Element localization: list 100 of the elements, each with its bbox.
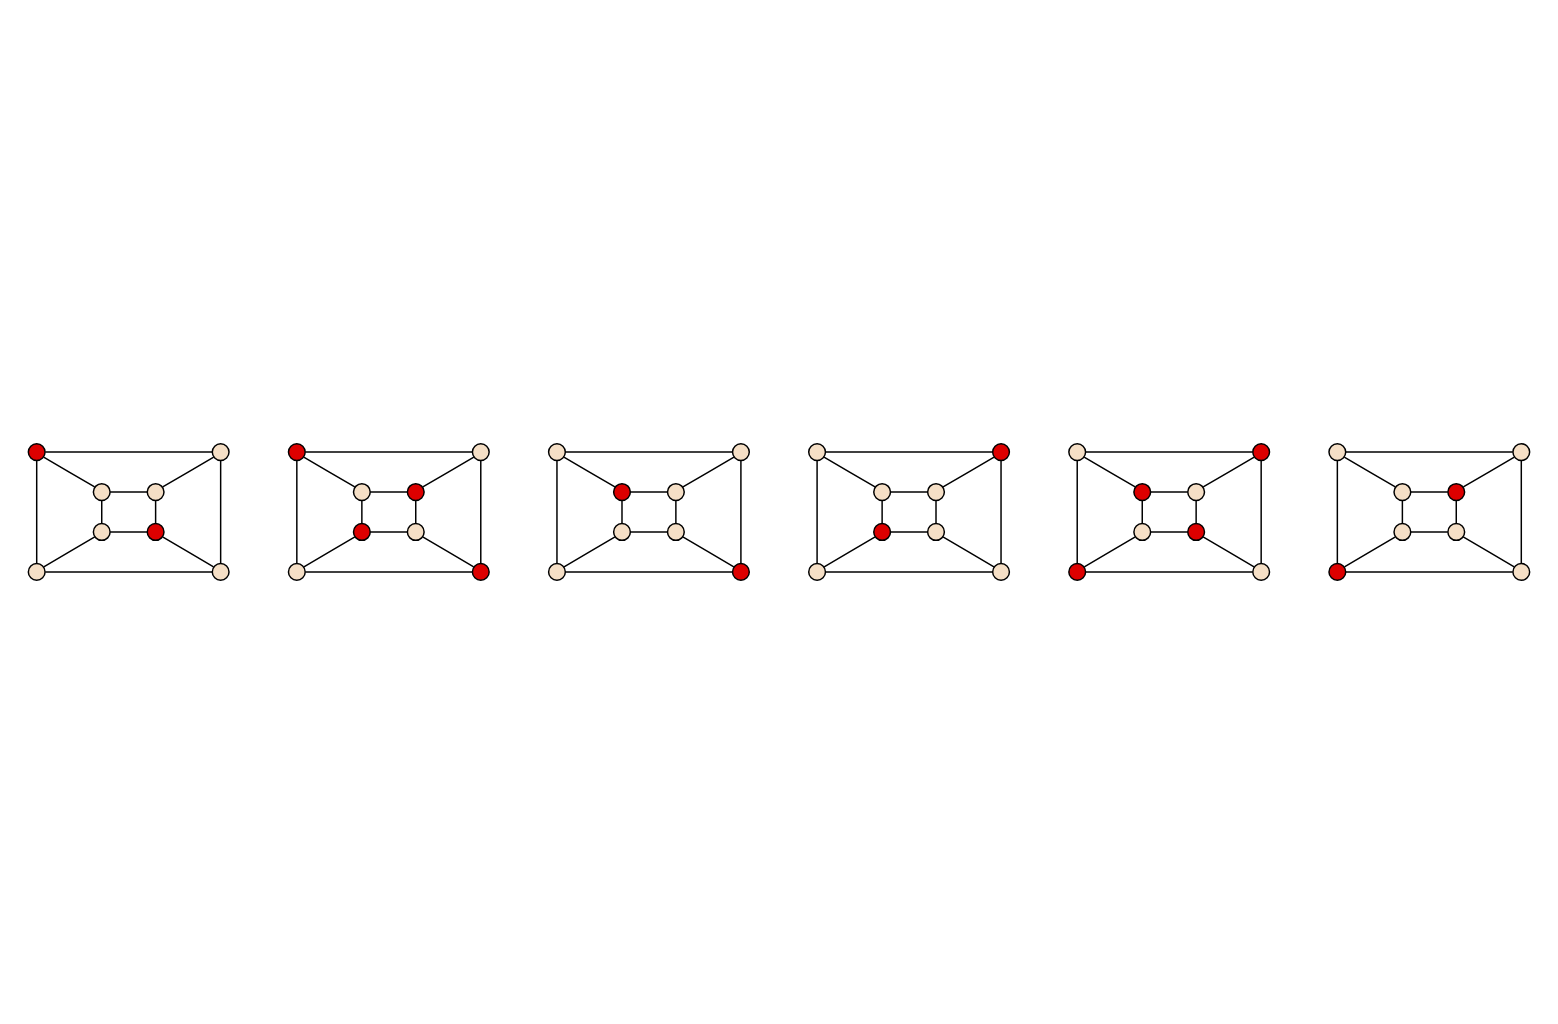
connector xyxy=(881,499,883,525)
connector xyxy=(101,499,103,525)
connector xyxy=(162,456,215,488)
connector xyxy=(154,499,157,525)
connector xyxy=(1149,491,1189,493)
connector xyxy=(1085,451,1254,453)
node-circle xyxy=(731,442,750,462)
node-circle xyxy=(731,562,750,582)
node-circle xyxy=(27,442,46,462)
node-circle xyxy=(547,442,567,462)
node-circle xyxy=(287,442,306,462)
connector xyxy=(480,459,482,565)
node-circle xyxy=(873,522,892,542)
connector xyxy=(682,536,735,568)
connector xyxy=(816,459,818,565)
node-circle xyxy=(612,522,632,542)
node-circle xyxy=(1393,522,1412,542)
connector xyxy=(1083,456,1136,488)
node-circle xyxy=(1252,562,1271,582)
node-circle xyxy=(1447,482,1466,502)
connector xyxy=(1410,531,1449,533)
connector xyxy=(219,459,222,565)
connector xyxy=(1345,451,1514,453)
connector xyxy=(824,451,994,453)
node-circle xyxy=(92,522,111,542)
node-circle xyxy=(873,482,892,502)
connector xyxy=(556,459,558,565)
connector xyxy=(1141,499,1143,525)
node-circle xyxy=(146,522,165,542)
connector xyxy=(1076,459,1078,565)
connector xyxy=(942,536,995,568)
connector xyxy=(1000,459,1002,565)
node-circle xyxy=(808,442,827,462)
connector xyxy=(43,536,96,568)
connector xyxy=(1083,536,1137,568)
connector xyxy=(1085,571,1254,573)
node-circle xyxy=(991,442,1011,462)
node-circle xyxy=(991,562,1011,582)
connector xyxy=(935,499,937,525)
connector xyxy=(44,571,213,573)
connector xyxy=(889,531,929,533)
node-circle xyxy=(211,562,230,582)
node-circle xyxy=(471,442,490,462)
node-circle xyxy=(352,482,371,502)
connector xyxy=(1455,499,1457,525)
node-circle xyxy=(352,522,371,542)
connector xyxy=(161,536,215,568)
node-circle xyxy=(1512,442,1531,462)
node-circle xyxy=(808,562,827,582)
connector xyxy=(421,536,475,568)
connector xyxy=(629,491,669,493)
connector xyxy=(629,531,669,533)
node-circle xyxy=(92,482,111,502)
node-circle xyxy=(471,562,490,582)
node-circle xyxy=(926,522,946,542)
connector xyxy=(303,456,356,488)
connector xyxy=(824,571,994,573)
node-circle xyxy=(1393,482,1412,502)
connector xyxy=(369,531,408,533)
connector xyxy=(1260,459,1262,565)
node-circle xyxy=(211,442,230,462)
connector xyxy=(889,491,929,493)
node-circle xyxy=(1068,442,1087,462)
connector xyxy=(823,536,876,568)
connector xyxy=(621,499,623,525)
connector xyxy=(1520,459,1523,565)
connector xyxy=(563,456,616,488)
connector xyxy=(422,456,475,488)
connector xyxy=(1462,456,1516,488)
connector xyxy=(682,456,735,488)
node-circle xyxy=(666,522,685,542)
connector xyxy=(35,459,38,565)
node-circle xyxy=(406,482,425,502)
connector xyxy=(942,456,995,488)
node-circle xyxy=(926,482,946,502)
node-circle xyxy=(146,482,165,502)
connector xyxy=(564,571,734,573)
connector xyxy=(303,536,356,568)
connector xyxy=(109,491,148,493)
connector xyxy=(415,499,417,525)
node-circle xyxy=(287,562,306,582)
connector xyxy=(1202,536,1255,568)
connector xyxy=(564,451,734,453)
connector xyxy=(42,456,96,488)
connector xyxy=(675,499,677,525)
connector xyxy=(109,531,148,533)
connector xyxy=(1336,459,1339,565)
connector xyxy=(361,499,363,525)
node-circle xyxy=(1328,562,1347,582)
node-circle xyxy=(1187,522,1206,542)
connector xyxy=(563,536,616,568)
connector xyxy=(1462,536,1515,568)
connector xyxy=(304,451,473,453)
connector xyxy=(304,571,473,573)
connector xyxy=(44,451,213,453)
connector xyxy=(1345,571,1514,573)
connector xyxy=(1343,536,1397,568)
connector xyxy=(740,459,742,565)
connector xyxy=(296,459,298,565)
node-circle xyxy=(1133,482,1152,502)
